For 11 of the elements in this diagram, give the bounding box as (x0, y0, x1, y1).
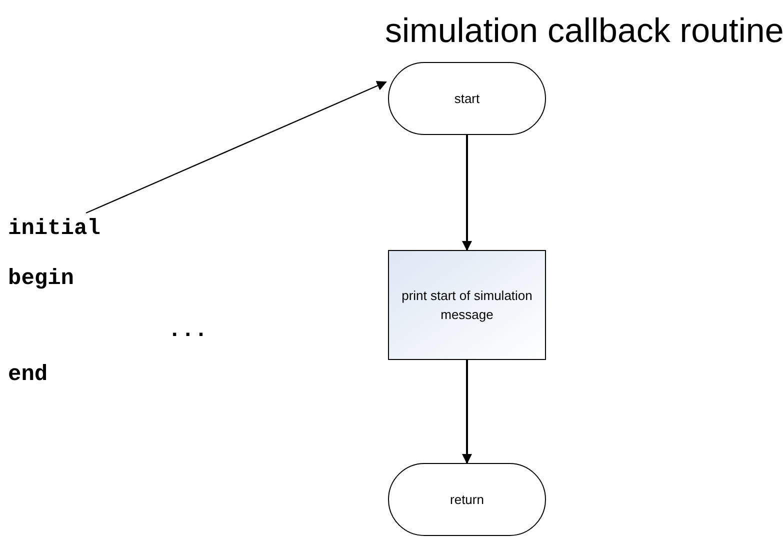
code-line: end (8, 361, 48, 389)
process-box: print start of simulation message (388, 250, 546, 360)
arrow (86, 81, 387, 214)
arrow (462, 360, 472, 464)
terminal-shape: start (388, 62, 546, 135)
code-keyword: initial (8, 213, 148, 243)
code-line: begin (8, 265, 74, 293)
diagram-title: simulation callback routine (385, 11, 783, 52)
terminal-shape: return (388, 463, 546, 536)
arrow (462, 135, 472, 251)
code-line: ... (168, 317, 208, 345)
